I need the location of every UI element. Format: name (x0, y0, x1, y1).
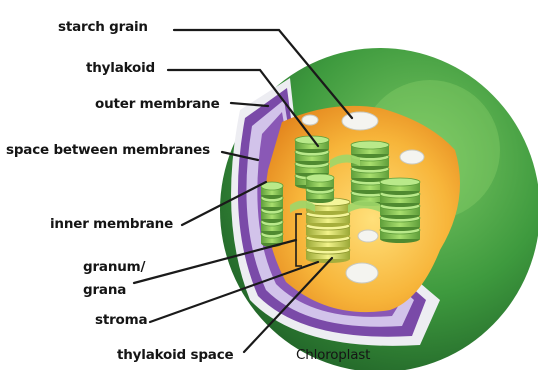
label-space-between-membranes: space between membranes (6, 142, 210, 158)
granum-stack (261, 182, 283, 247)
label-inner-membrane: inner membrane (50, 216, 173, 232)
label-thylakoid-space: thylakoid space (117, 347, 233, 363)
label-starch-grain: starch grain (58, 19, 148, 35)
label-grana: grana (83, 282, 126, 298)
label-thylakoid: thylakoid (86, 60, 155, 76)
label-chloroplast: Chloroplast (296, 347, 370, 363)
granum-stack (380, 178, 420, 243)
thylakoid-disc-top (380, 178, 420, 186)
thylakoid-disc-top (306, 174, 334, 182)
granum-stack (306, 174, 334, 203)
label-stroma: stroma (95, 312, 147, 328)
label-granum: granum/ (83, 259, 145, 275)
label-outer-membrane: outer membrane (95, 96, 220, 112)
thylakoid-disc-top (351, 141, 389, 149)
